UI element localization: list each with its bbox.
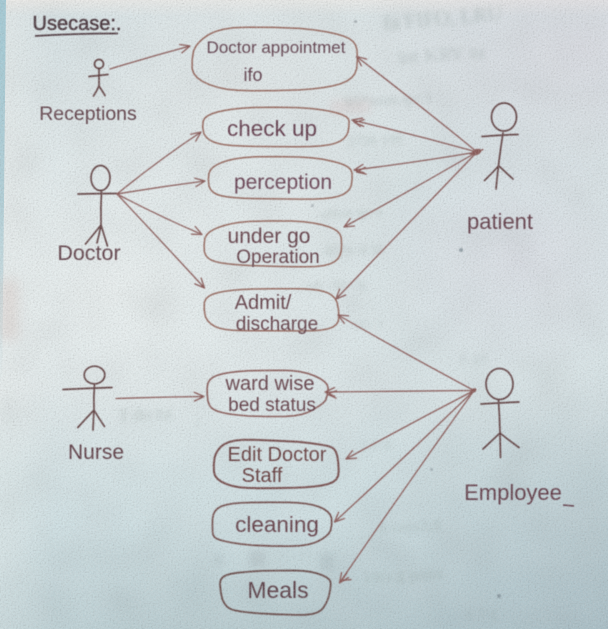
svg-text:Doctor appointmet: Doctor appointmet bbox=[207, 38, 346, 57]
svg-text:discharge: discharge bbox=[236, 314, 318, 335]
svg-text:Doctor: Doctor bbox=[57, 241, 120, 265]
svg-text:under go: under go bbox=[228, 225, 311, 248]
svg-text:ward wise: ward wise bbox=[225, 373, 315, 395]
svg-text:patient: patient bbox=[467, 209, 533, 234]
svg-text:perception: perception bbox=[234, 171, 332, 194]
svg-text:Staff: Staff bbox=[242, 465, 283, 487]
svg-text:Operation: Operation bbox=[236, 247, 319, 268]
svg-text:Usecase:.: Usecase:. bbox=[33, 13, 122, 35]
svg-text:Nurse: Nurse bbox=[68, 441, 124, 464]
svg-text:Meals: Meals bbox=[247, 577, 308, 603]
svg-text:Admit/: Admit/ bbox=[235, 292, 292, 314]
svg-text:ifo: ifo bbox=[243, 65, 262, 85]
svg-text:Employee: Employee bbox=[464, 480, 562, 505]
svg-text:Edit Doctor: Edit Doctor bbox=[228, 444, 327, 466]
svg-text:check up: check up bbox=[227, 116, 317, 141]
svg-text:bed status: bed status bbox=[228, 395, 316, 416]
svg-text:Receptions: Receptions bbox=[39, 103, 137, 125]
svg-text:cleaning: cleaning bbox=[235, 512, 319, 537]
